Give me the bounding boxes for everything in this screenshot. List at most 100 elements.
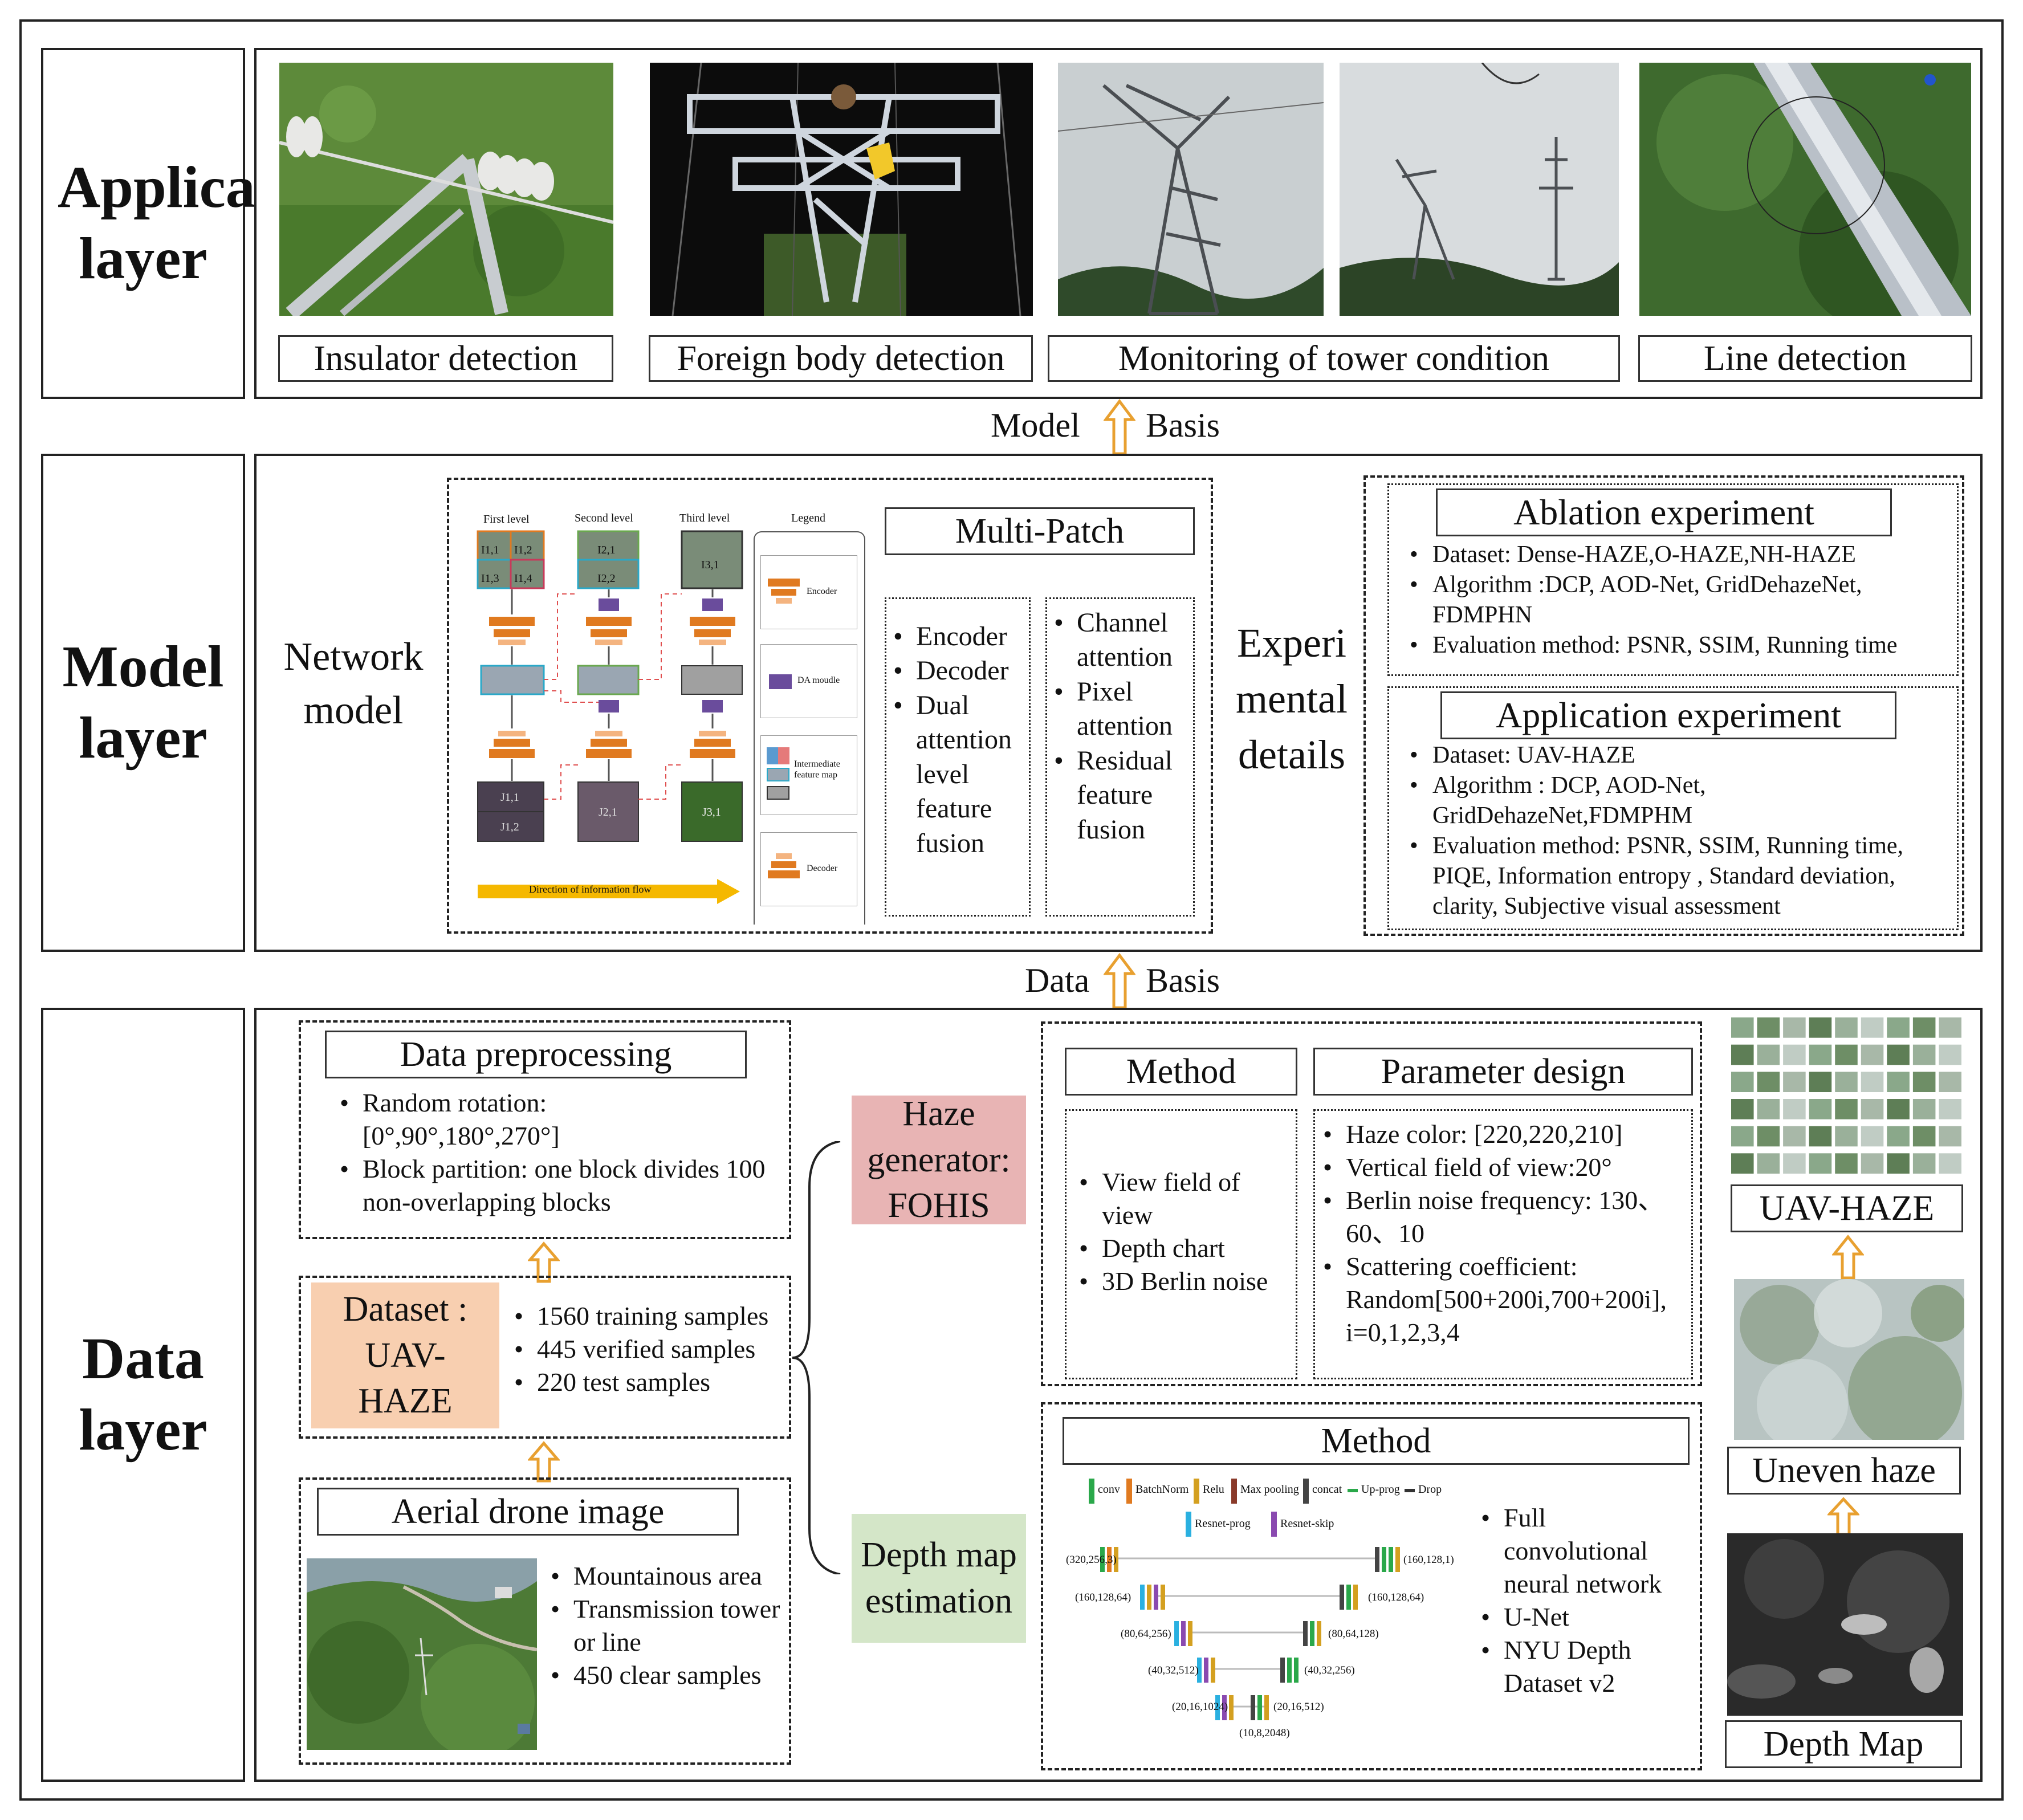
haze-sample-thumbnail: [1809, 1099, 1832, 1119]
list-item: Decoder: [889, 654, 1025, 689]
da-module-blocks: [599, 598, 723, 712]
task-label-line: Line detection: [1638, 335, 1972, 382]
parameter-design-title: Parameter design: [1313, 1048, 1693, 1096]
uneven-haze-up-arrow-icon: [1827, 1497, 1859, 1536]
list-item: 450 clear samples: [546, 1659, 785, 1692]
patch-label-i22: I2,2: [597, 572, 616, 585]
input-patches: [477, 530, 743, 589]
feature-map-2: [577, 665, 640, 695]
legend-label: Relu: [1203, 1483, 1224, 1496]
da-legend-icon: [769, 674, 792, 689]
depth-estimation-label: Depth map estimation: [852, 1514, 1026, 1643]
preprocess-up-arrow-icon: [528, 1241, 560, 1283]
haze-sample-thumbnail: [1939, 1044, 1961, 1065]
list-item: 1560 training samples: [510, 1300, 789, 1333]
list-item: Haze color: [220,220,210]: [1318, 1118, 1692, 1151]
unet-dim-left: (160,128,64): [1075, 1591, 1131, 1603]
haze-sample-thumbnail: [1757, 1044, 1780, 1065]
ablation-box: Ablation experiment Dataset: Dense-HAZE,…: [1387, 483, 1959, 676]
feature-map-legend-icon-2: [767, 768, 789, 781]
haze-sample-thumbnail: [1939, 1072, 1961, 1092]
haze-sample-thumbnail: [1887, 1099, 1910, 1119]
depth-method-box: Method conv BatchNorm Relu Max pooling c…: [1041, 1402, 1702, 1770]
parameter-list-box: Haze color: [220,220,210] Vertical field…: [1313, 1109, 1693, 1379]
unet-legend: conv BatchNorm Relu Max pooling concat U…: [1089, 1479, 1488, 1537]
uav-haze-label-text: UAV-HAZE: [1759, 1188, 1935, 1228]
legend-da: DA moudle: [760, 644, 857, 718]
output-label-j21: J2,1: [599, 806, 617, 819]
legend-label: conv: [1098, 1483, 1120, 1496]
level-header-legend: Legend: [791, 512, 825, 524]
depth-estimation-text: Depth map estimation: [861, 1536, 1017, 1621]
haze-sample-thumbnail: [1731, 1153, 1754, 1174]
multi-patch-title-text: Multi-Patch: [955, 511, 1125, 551]
experiments-box: Ablation experiment Dataset: Dense-HAZE,…: [1363, 475, 1964, 936]
method-top-title: Method: [1065, 1048, 1297, 1096]
output-3: [681, 781, 743, 842]
multi-patch-list-2: Channel attention Pixel attention Residu…: [1045, 597, 1195, 917]
uav-haze-sample-grid: [1729, 1016, 1963, 1179]
unet-dim-left: (40,32,512): [1148, 1664, 1199, 1676]
haze-sample-thumbnail: [1939, 1099, 1961, 1119]
legend-label: Drop: [1418, 1483, 1442, 1496]
haze-sample-thumbnail: [1809, 1153, 1832, 1174]
maxpool-legend-icon: [1231, 1479, 1237, 1504]
data-basis-right: Basis: [1146, 962, 1220, 999]
experimental-details-label: Experimental details: [1218, 611, 1366, 788]
haze-sample-thumbnail: [1861, 1153, 1884, 1174]
outer-frame: [19, 19, 2004, 1801]
network-figure-box: First level Second level Third level Leg…: [447, 478, 1213, 934]
unet-dim-right: (160,128,64): [1368, 1591, 1424, 1603]
preprocessing-title-text: Data preprocessing: [400, 1035, 672, 1074]
list-item: Scattering coefficient: Random[500+200i,…: [1318, 1250, 1699, 1349]
legend-decoder-label: Decoder: [807, 864, 838, 873]
legend-feature-map-label: Intermediate feature map: [794, 759, 840, 780]
level-header-first: First level: [483, 513, 530, 526]
unet-encoder-blocks: [1100, 1547, 1234, 1720]
parameter-design-title-text: Parameter design: [1381, 1052, 1626, 1091]
haze-sample-thumbnail: [1783, 1153, 1806, 1174]
list-item: Transmission tower or line: [546, 1593, 785, 1659]
list-item: Residual feature fusion: [1049, 744, 1179, 847]
haze-sample-thumbnail: [1757, 1126, 1780, 1147]
task-text: Insulator detection: [314, 339, 578, 378]
application-exp-title: Application experiment: [1440, 691, 1896, 739]
application-exp-items: Dataset: UAV-HAZE Algorithm : DCP, AOD-N…: [1405, 740, 1952, 921]
haze-sample-thumbnail: [1939, 1126, 1961, 1147]
ablation-items: Dataset: Dense-HAZE,O-HAZE,NH-HAZE Algor…: [1405, 540, 1952, 661]
batchnorm-legend-icon: [1126, 1479, 1132, 1504]
concat-legend-icon: [1303, 1479, 1309, 1504]
unet-dim-right: (40,32,256): [1304, 1664, 1355, 1676]
list-item: Dual attention level feature fusion: [889, 689, 1012, 861]
brace-connector: [792, 1141, 841, 1574]
haze-sample-thumbnail: [1731, 1099, 1754, 1119]
legend-label: Max pooling: [1240, 1483, 1299, 1496]
task-text: Foreign body detection: [677, 339, 1005, 378]
task-text: Monitoring of tower condition: [1118, 339, 1549, 378]
method-top-list-box: View field of view Depth chart 3D Berlin…: [1065, 1109, 1297, 1379]
haze-sample-thumbnail: [1809, 1044, 1832, 1065]
model-basis-arrow-icon: [1104, 399, 1135, 455]
list-item: 3D Berlin noise: [1074, 1265, 1291, 1298]
patch-label-i11: I1,1: [481, 544, 499, 556]
haze-sample-thumbnail: [1731, 1072, 1754, 1092]
method-bottom-title: Method: [1063, 1417, 1690, 1465]
haze-sample-thumbnail: [1887, 1017, 1910, 1038]
method-bottom-items: Full convolutional neural network U-Net …: [1476, 1501, 1687, 1700]
list-item: 220 test samples: [510, 1366, 789, 1399]
uneven-haze-photo: [1734, 1279, 1964, 1440]
legend-panel: Encoder DA moudle Intermediate feature m…: [754, 531, 865, 925]
feature-map-legend-icon: [767, 747, 789, 764]
depth-map-label-text: Depth Map: [1763, 1724, 1924, 1764]
decoder-legend-icon: [768, 853, 800, 878]
haze-sample-thumbnail: [1809, 1017, 1832, 1038]
dataset-label: Dataset : UAV-HAZE: [311, 1282, 499, 1428]
list-item: 445 verified samples: [510, 1333, 789, 1366]
list-item: Encoder: [889, 620, 1025, 654]
haze-sample-thumbnail: [1731, 1126, 1754, 1147]
haze-sample-thumbnail: [1835, 1017, 1858, 1038]
haze-sample-thumbnail: [1835, 1126, 1858, 1147]
haze-sample-thumbnail: [1757, 1017, 1780, 1038]
dataset-items: 1560 training samples 445 verified sampl…: [510, 1300, 789, 1399]
legend-feature-map: Intermediate feature map: [760, 735, 857, 815]
